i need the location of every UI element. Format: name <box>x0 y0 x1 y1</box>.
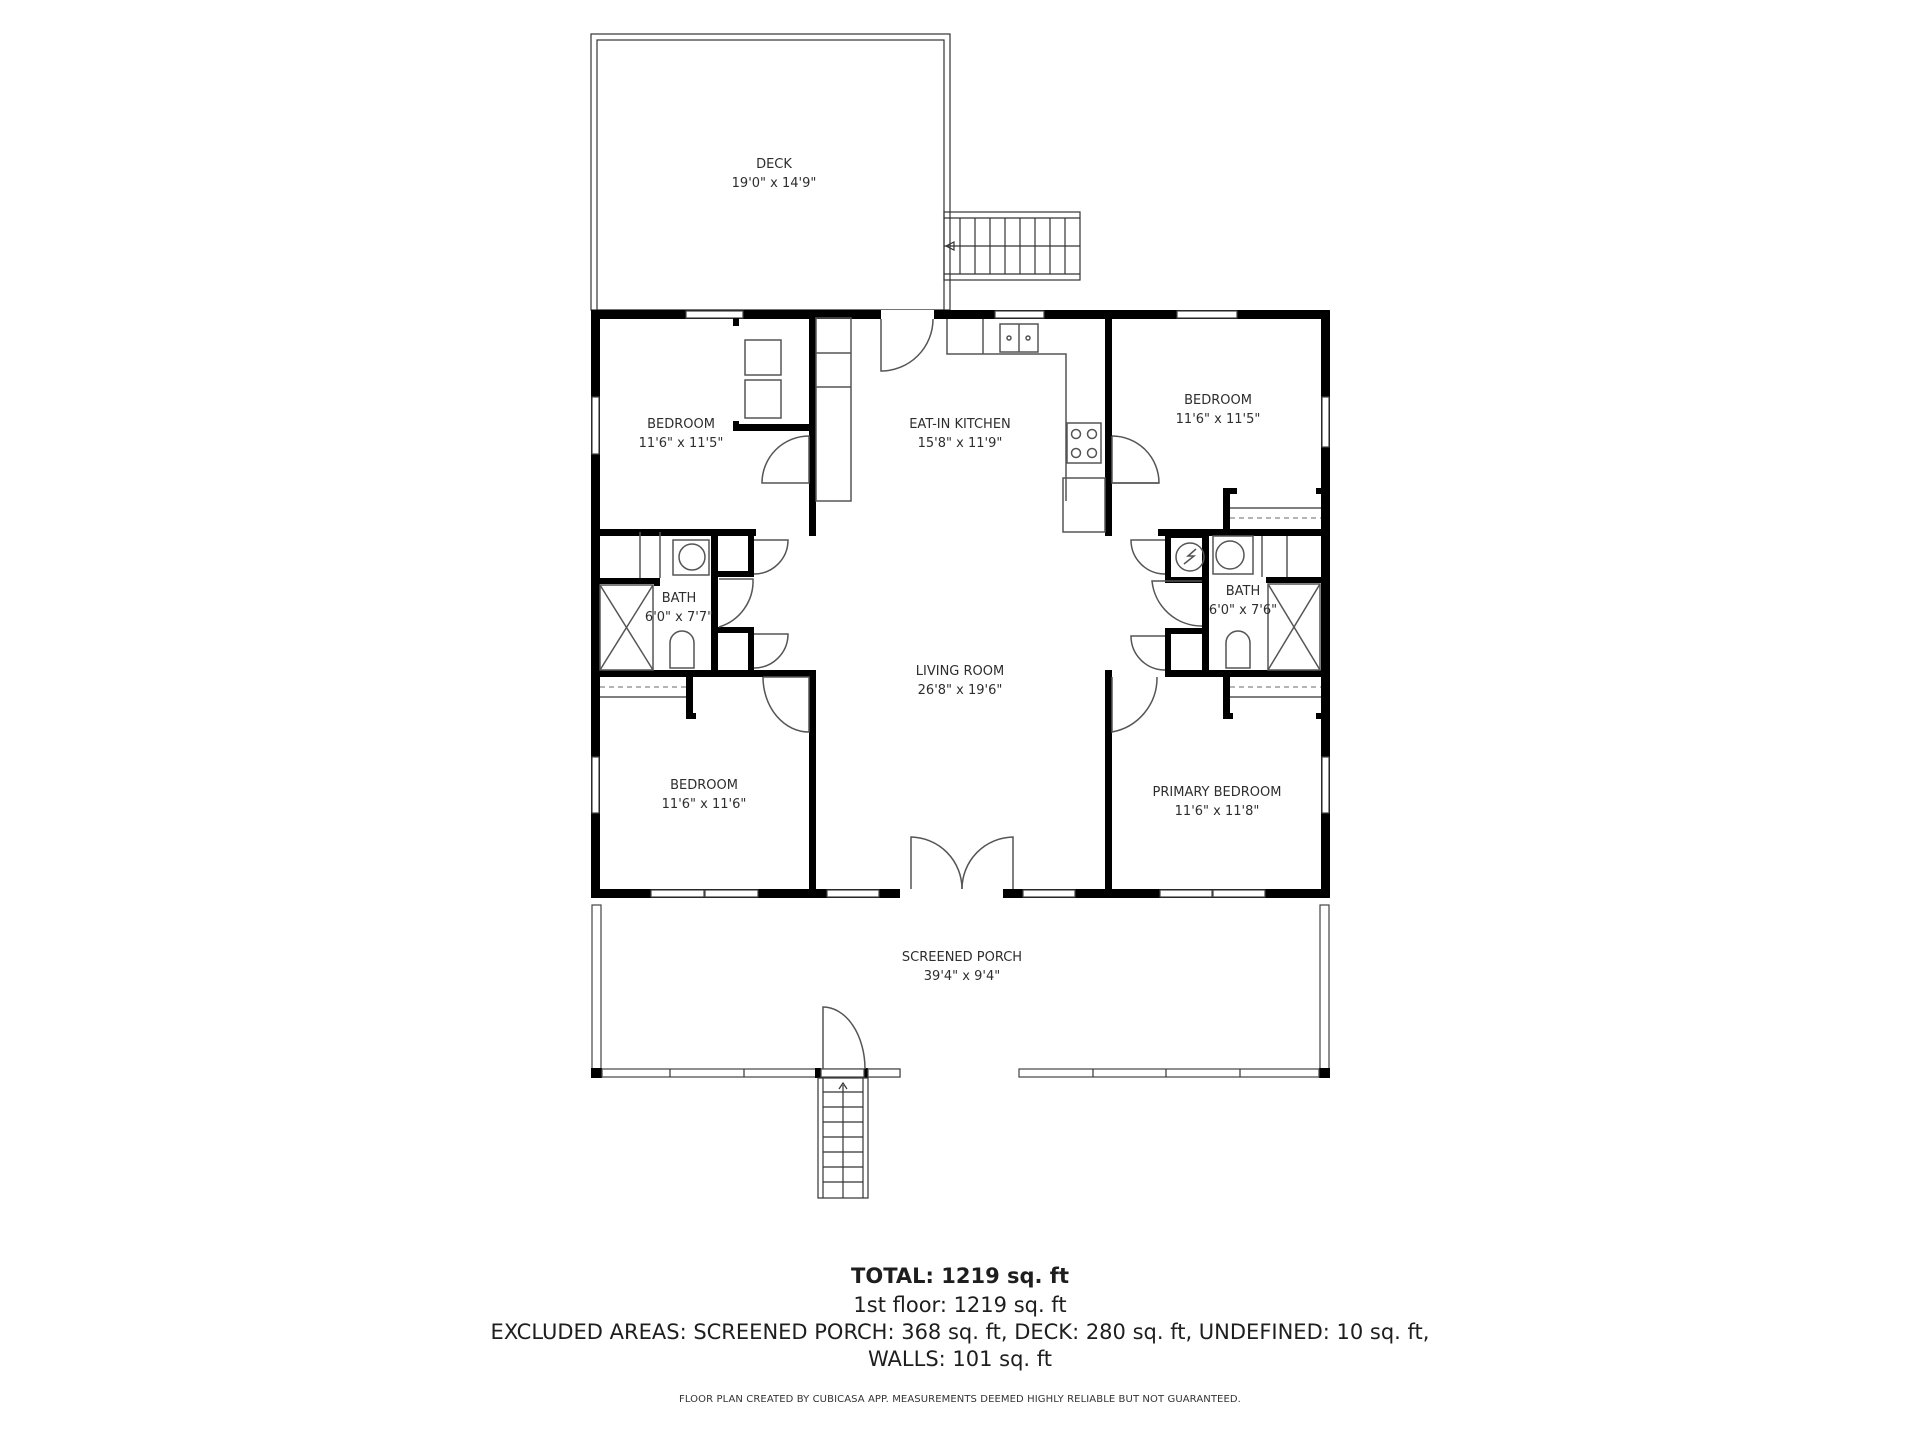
room-name: DECK <box>756 157 792 172</box>
disclaimer-footer: FLOOR PLAN CREATED BY CUBICASA APP. MEAS… <box>679 1394 1241 1405</box>
room-label-primary-bedroom: PRIMARY BEDROOM 11'6" x 11'8" <box>1153 783 1282 821</box>
room-label-bedroom-ne: BEDROOM 11'6" x 11'5" <box>1176 391 1261 429</box>
first-floor-area: 1st floor: 1219 sq. ft <box>853 1293 1067 1317</box>
deck-stairs <box>943 211 1081 281</box>
interior-walls <box>591 318 1330 898</box>
room-label-bedroom-sw: BEDROOM 11'6" x 11'6" <box>662 776 747 814</box>
room-name: LIVING ROOM <box>915 664 1005 679</box>
room-dimensions: 6'0" x 7'7" <box>644 610 714 625</box>
bottom-wall-openings <box>650 889 1266 898</box>
room-dimensions: 11'6" x 11'6" <box>661 797 747 812</box>
walls-area: WALLS: 101 sq. ft <box>867 1347 1053 1371</box>
door-swings <box>718 435 1203 890</box>
room-name: BATH <box>661 591 697 606</box>
room-label-bath-west: BATH 6'0" x 7'7" <box>645 589 713 627</box>
screened-porch-area <box>591 904 1330 1199</box>
room-name: EAT-IN KITCHEN <box>909 417 1011 432</box>
fixtures <box>599 317 1321 698</box>
room-dimensions: 11'6" x 11'5" <box>1175 412 1261 427</box>
room-dimensions: 11'6" x 11'5" <box>638 436 724 451</box>
excluded-areas: EXCLUDED AREAS: SCREENED PORCH: 368 sq. … <box>490 1320 1430 1344</box>
room-name: BEDROOM <box>1184 393 1252 408</box>
room-dimensions: 39'4" x 9'4" <box>923 969 1001 984</box>
room-dimensions: 15'8" x 11'9" <box>917 436 1003 451</box>
front-stairs <box>817 1077 869 1199</box>
room-label-living-room: LIVING ROOM 26'8" x 19'6" <box>916 662 1004 700</box>
room-label-deck: DECK 19'0" x 14'9" <box>732 155 817 193</box>
room-name: BEDROOM <box>670 778 738 793</box>
room-name: BEDROOM <box>647 417 715 432</box>
room-name: BATH <box>1225 584 1261 599</box>
room-dimensions: 26'8" x 19'6" <box>917 683 1003 698</box>
room-label-bedroom-nw: BEDROOM 11'6" x 11'5" <box>639 415 724 453</box>
room-name: SCREENED PORCH <box>901 950 1023 965</box>
top-wall-openings <box>685 310 1238 319</box>
deck-area <box>590 33 1081 311</box>
room-dimensions: 11'6" x 11'8" <box>1174 804 1260 819</box>
room-dimensions: 19'0" x 14'9" <box>731 176 817 191</box>
room-label-screened-porch: SCREENED PORCH 39'4" x 9'4" <box>902 948 1022 986</box>
total-area: TOTAL: 1219 sq. ft <box>851 1264 1069 1288</box>
room-name: PRIMARY BEDROOM <box>1152 785 1282 800</box>
room-dimensions: 6'0" x 7'6" <box>1208 603 1278 618</box>
room-label-kitchen: EAT-IN KITCHEN 15'8" x 11'9" <box>909 415 1011 453</box>
room-label-bath-east: BATH 6'0" x 7'6" <box>1209 582 1277 620</box>
side-windows <box>591 396 1330 814</box>
